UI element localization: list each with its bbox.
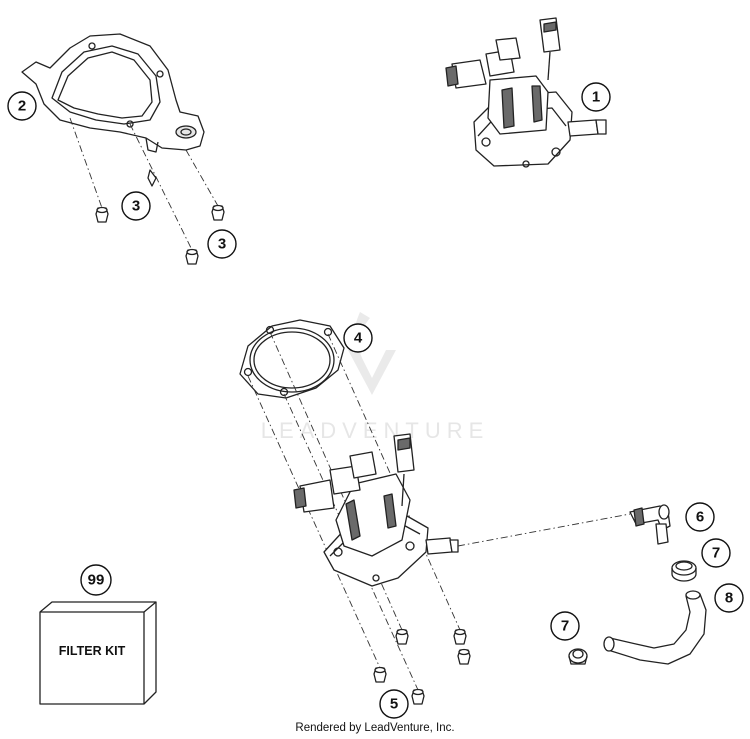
bolt-icon xyxy=(411,688,425,705)
watermark-text: LEADVENTURE xyxy=(261,418,490,443)
bolt-icon xyxy=(373,666,387,683)
bolt-icon xyxy=(185,248,199,265)
part-bracket xyxy=(21,33,205,153)
svg-text:2: 2 xyxy=(18,98,26,115)
bolt-icon xyxy=(95,206,109,223)
callout-4[interactable]: 4 xyxy=(343,323,373,353)
svg-text:1: 1 xyxy=(592,89,600,106)
callout-5[interactable]: 5 xyxy=(379,689,409,719)
part-hose xyxy=(603,590,707,665)
svg-text:99: 99 xyxy=(88,572,105,589)
callout-2[interactable]: 2 xyxy=(7,91,37,121)
bolt-icon xyxy=(453,628,467,645)
callout-99[interactable]: 99 xyxy=(80,564,112,596)
callout-7-left[interactable]: 7 xyxy=(550,611,580,641)
leadventure-watermark: LEADVENTURE xyxy=(261,312,490,443)
filter-kit-box: FILTER KIT xyxy=(39,601,157,705)
callout-8[interactable]: 8 xyxy=(714,583,744,613)
svg-text:7: 7 xyxy=(712,545,720,562)
part-bolts-upper xyxy=(69,117,225,265)
part-center-pump-assembly xyxy=(247,331,631,691)
svg-text:3: 3 xyxy=(218,236,226,253)
part-bolts-lower xyxy=(373,628,471,705)
part-gasket xyxy=(239,319,345,399)
svg-text:6: 6 xyxy=(696,509,704,526)
svg-text:7: 7 xyxy=(561,618,569,635)
part-clamp-left xyxy=(568,648,588,665)
svg-text:5: 5 xyxy=(390,696,398,713)
svg-text:4: 4 xyxy=(354,330,363,347)
svg-text:8: 8 xyxy=(725,590,733,607)
callout-6[interactable]: 6 xyxy=(685,502,715,532)
part-clamp-right xyxy=(671,560,697,582)
footer-credit: Rendered by LeadVenture, Inc. xyxy=(295,722,454,734)
bolt-icon xyxy=(211,204,225,221)
part-elbow-fitting xyxy=(629,504,671,545)
callout-1[interactable]: 1 xyxy=(581,82,611,112)
callout-3-lower[interactable]: 3 xyxy=(207,229,237,259)
callout-3-upper[interactable]: 3 xyxy=(121,191,151,221)
filter-kit-label: FILTER KIT xyxy=(59,644,126,658)
callout-7-right[interactable]: 7 xyxy=(701,538,731,568)
bolt-icon xyxy=(457,648,471,665)
bolt-icon xyxy=(395,628,409,645)
part-fuel-pump xyxy=(445,17,607,168)
svg-text:3: 3 xyxy=(132,198,140,215)
